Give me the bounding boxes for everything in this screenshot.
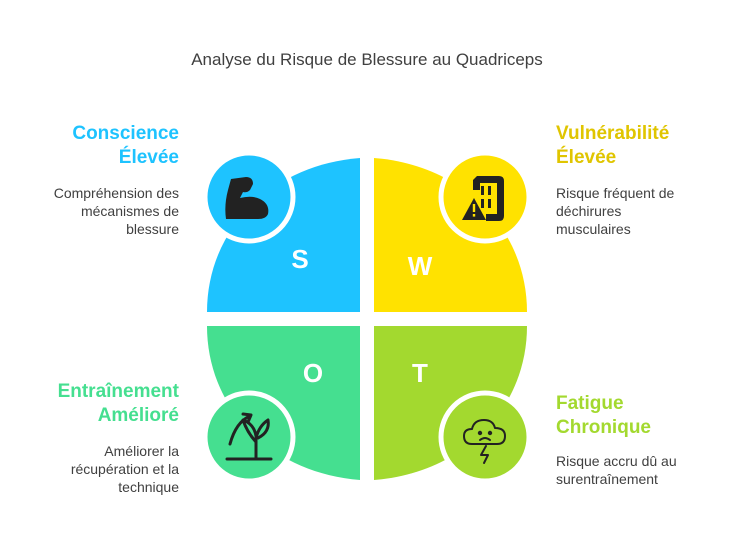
opportunities-desc-line2: récupération et la xyxy=(70,461,179,477)
strengths-quadrant xyxy=(207,158,360,312)
strengths-desc-line3: blessure xyxy=(126,221,179,237)
threats-heading-line2: Chronique xyxy=(556,417,651,438)
threats-letter: T xyxy=(412,358,428,388)
sd-card-warning-icon xyxy=(462,176,504,221)
weaknesses-desc-line3: musculaires xyxy=(556,221,631,237)
threats-desc-line2: surentraînement xyxy=(556,471,658,487)
strengths-description: Compréhension des mécanismes de blessure xyxy=(54,184,179,238)
opportunities-heading: Entraînement Amélioré xyxy=(58,380,179,428)
weaknesses-desc-line2: déchirures xyxy=(556,203,622,219)
opportunities-desc-line3: technique xyxy=(118,479,179,495)
opportunities-quadrant xyxy=(207,326,360,480)
diagram-title: Analyse du Risque de Blessure au Quadric… xyxy=(191,50,543,69)
strengths-heading-line2: Élevée xyxy=(118,147,179,168)
opportunities-desc-line1: Améliorer la xyxy=(104,443,179,459)
growing-sprout-icon xyxy=(225,412,273,461)
flexed-bicep-icon xyxy=(225,177,269,219)
opportunities-heading-line2: Amélioré xyxy=(97,405,179,426)
weaknesses-heading-line2: Élevée xyxy=(556,147,617,168)
opportunities-heading-line1: Entraînement xyxy=(57,381,179,402)
threats-quadrant xyxy=(374,326,527,480)
strengths-heading-line1: Conscience xyxy=(72,123,179,144)
threats-desc-line1: Risque accru dû au xyxy=(556,453,677,469)
opportunities-letter: O xyxy=(303,358,323,388)
threats-heading-line1: Fatigue xyxy=(556,393,624,414)
strengths-desc-line2: mécanismes de xyxy=(80,203,179,219)
strengths-heading: Conscience Élevée xyxy=(72,122,179,170)
threats-description: Risque accru dû au surentraînement xyxy=(556,452,677,488)
weaknesses-icon-circle xyxy=(438,150,532,244)
weaknesses-letter: W xyxy=(408,251,433,281)
threats-heading: Fatigue Chronique xyxy=(556,392,651,440)
weaknesses-quadrant xyxy=(374,158,527,312)
strengths-letter: S xyxy=(291,244,308,274)
strengths-desc-line1: Compréhension des xyxy=(53,185,179,201)
weaknesses-description: Risque fréquent de déchirures musculaire… xyxy=(556,184,674,238)
opportunities-description: Améliorer la récupération et la techniqu… xyxy=(71,442,179,496)
storm-cloud-icon xyxy=(463,419,506,464)
weaknesses-heading: Vulnérabilité Élevée xyxy=(556,122,669,170)
opportunities-icon-circle xyxy=(202,390,296,484)
weaknesses-desc-line1: Risque fréquent de xyxy=(556,185,675,201)
weaknesses-heading-line1: Vulnérabilité xyxy=(556,123,670,144)
